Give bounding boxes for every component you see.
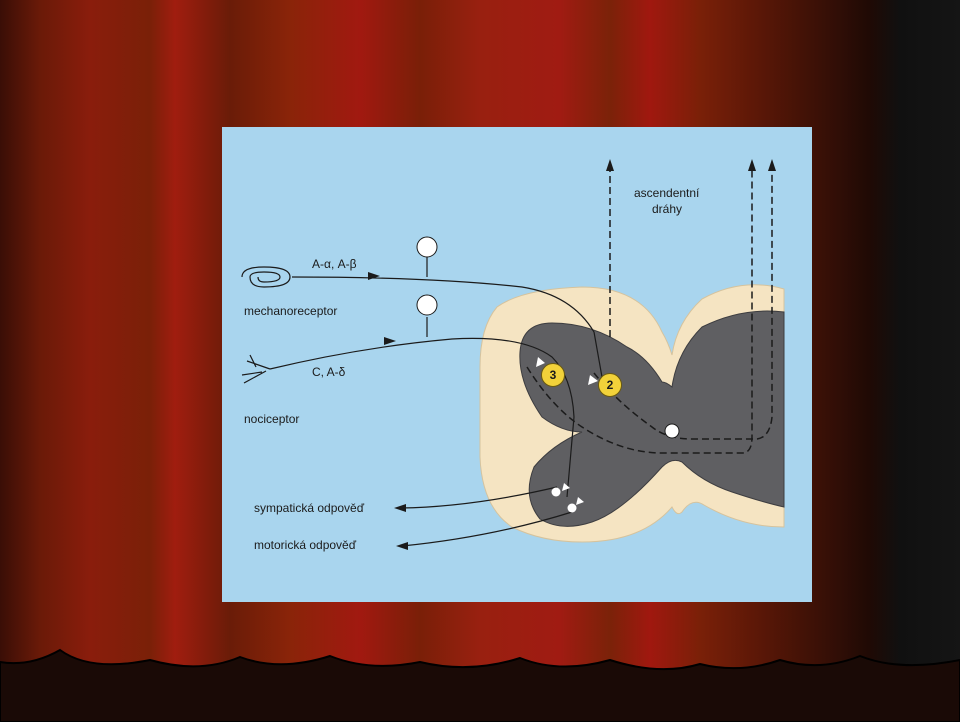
fiber-a-arrow <box>368 272 380 280</box>
mechanoreceptor-ending <box>241 266 291 288</box>
ganglion-cell-1 <box>416 236 438 258</box>
synapse-2 <box>588 375 598 385</box>
sympathetic-response-label: sympatická odpověď <box>254 501 365 515</box>
ascending-pathways-label: ascendentní dráhy <box>634 185 699 217</box>
motor-arrow <box>396 542 408 550</box>
arrowhead-3 <box>768 159 776 171</box>
synapse-sympathetic <box>562 483 570 491</box>
ganglion-cell-2 <box>416 294 438 316</box>
fiber-a-label: A-α, A-β <box>312 257 357 271</box>
arrowhead-2 <box>748 159 756 171</box>
sympathetic-neuron <box>551 487 561 497</box>
spinal-cord-diagram: ascendentní dráhy A-α, A-β mechanorecept… <box>222 127 812 602</box>
gray-matter <box>519 310 785 527</box>
neuron-3-marker: 3 <box>541 363 565 387</box>
synapse-motor <box>576 497 584 505</box>
ascending-label-line1: ascendentní <box>634 186 700 200</box>
ascending-path-2 <box>526 167 753 454</box>
arrowhead-1 <box>606 159 614 171</box>
fiber-c-label: C, A-δ <box>312 365 346 379</box>
ascending-label-line2: dráhy <box>652 202 683 216</box>
nociceptor-label: nociceptor <box>244 412 300 426</box>
mechanoreceptor-label: mechanoreceptor <box>244 304 338 318</box>
motor-neuron <box>567 503 577 513</box>
sympathetic-arrow <box>394 504 406 512</box>
synapse-3 <box>536 357 545 367</box>
motor-efferent <box>401 511 573 547</box>
neuron-2-marker: 2 <box>598 373 622 397</box>
motor-response-label: motorická odpověď <box>254 538 357 552</box>
fiber-c-arrow <box>384 337 396 345</box>
interneuron-cell <box>664 423 680 439</box>
curtain-fringe <box>0 648 960 722</box>
diagram-graphics <box>241 159 785 550</box>
fiber-c <box>269 337 575 498</box>
sympathetic-efferent <box>399 486 558 509</box>
fiber-a <box>291 276 603 378</box>
nociceptor-ending <box>241 354 271 384</box>
